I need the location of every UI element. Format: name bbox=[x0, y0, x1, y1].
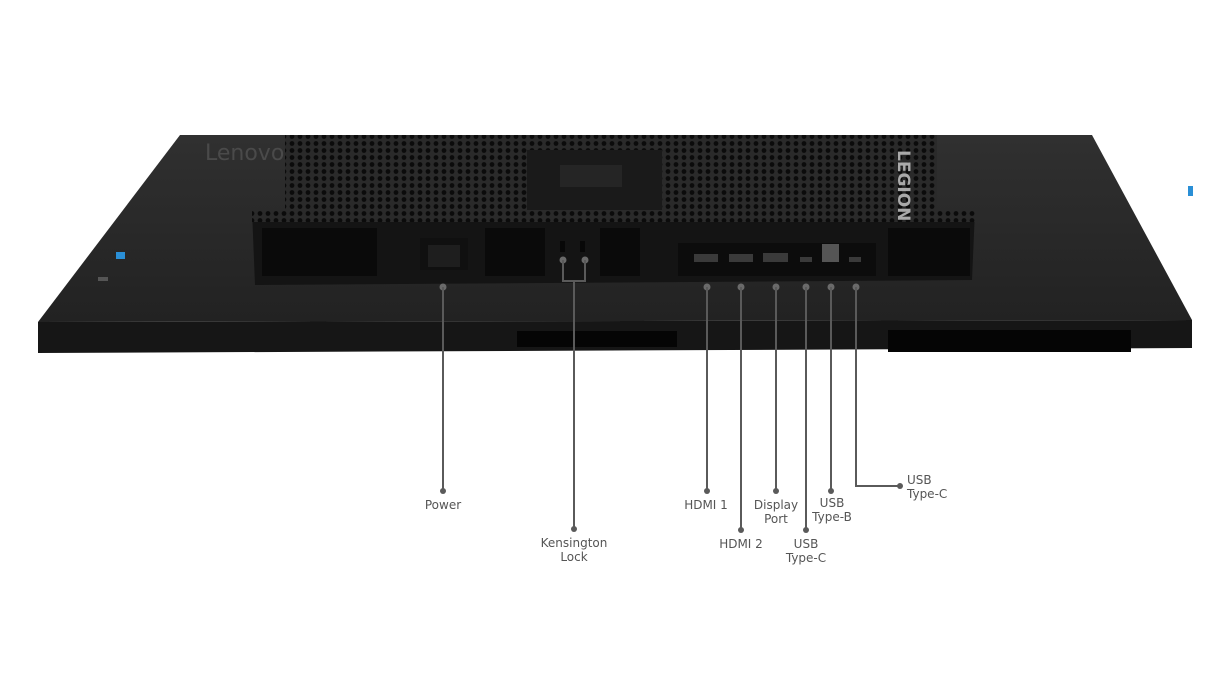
label-power: Power bbox=[425, 498, 461, 512]
brand-wordmark: Lenovo bbox=[205, 141, 284, 166]
vesa-plate bbox=[560, 165, 622, 187]
label-hdmi2: HDMI 2 bbox=[719, 537, 763, 551]
port-icons bbox=[560, 241, 861, 262]
rear-housing-mesh bbox=[252, 210, 975, 222]
label-usb-b-2: Type-B bbox=[811, 510, 852, 524]
legion-logo: LEGION bbox=[893, 150, 913, 221]
label-displayport: Display bbox=[754, 498, 798, 512]
label-usb-c-2: USB bbox=[907, 473, 932, 487]
power-port-inner bbox=[428, 245, 460, 267]
label-hdmi1: HDMI 1 bbox=[684, 498, 728, 512]
leader-lines bbox=[439, 256, 903, 533]
vent-right bbox=[888, 330, 1131, 352]
joystick-icon bbox=[116, 252, 125, 259]
label-usb-c-1b: Type-C bbox=[785, 551, 826, 565]
label-usb-c-2b: Type-C bbox=[906, 487, 947, 501]
label-displayport-2: Port bbox=[764, 512, 788, 526]
label-kensington-lock: Kensington bbox=[541, 536, 608, 550]
side-button-icon bbox=[98, 277, 108, 281]
housing-vents bbox=[262, 228, 970, 276]
side-accent bbox=[1188, 186, 1193, 196]
vent-left bbox=[517, 331, 677, 347]
label-usb-c-1: USB bbox=[794, 537, 819, 551]
label-usb-b: USB bbox=[820, 496, 845, 510]
label-kensington-lock-2: Lock bbox=[560, 550, 587, 564]
